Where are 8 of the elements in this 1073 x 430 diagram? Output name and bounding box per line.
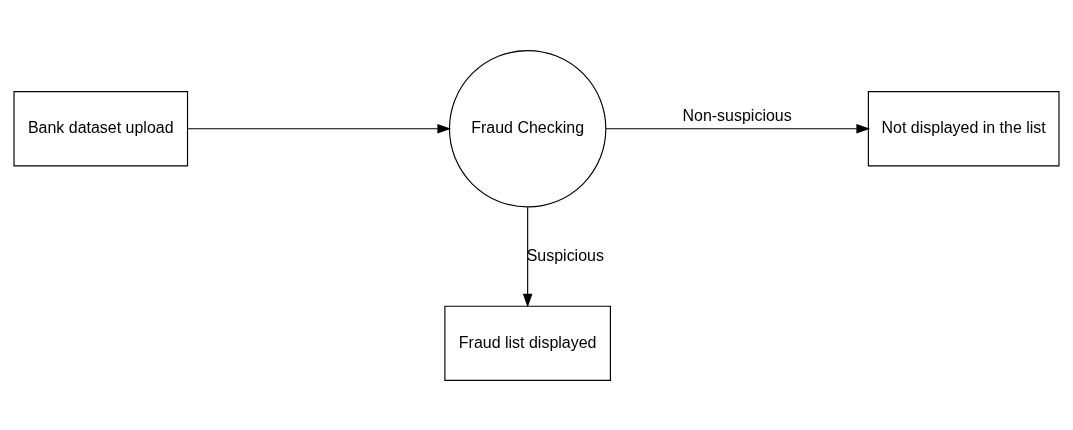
arrow <box>187 123 452 134</box>
arrow <box>522 206 533 307</box>
node-box: Not displayed in the list <box>867 90 1060 166</box>
node-box: Bank dataset upload <box>13 90 189 166</box>
node-box: Fraud list displayed <box>444 305 611 381</box>
node-circle: Fraud Checking <box>448 49 607 207</box>
arrow <box>605 123 871 134</box>
edge-label: Non-suspicious <box>682 106 792 124</box>
